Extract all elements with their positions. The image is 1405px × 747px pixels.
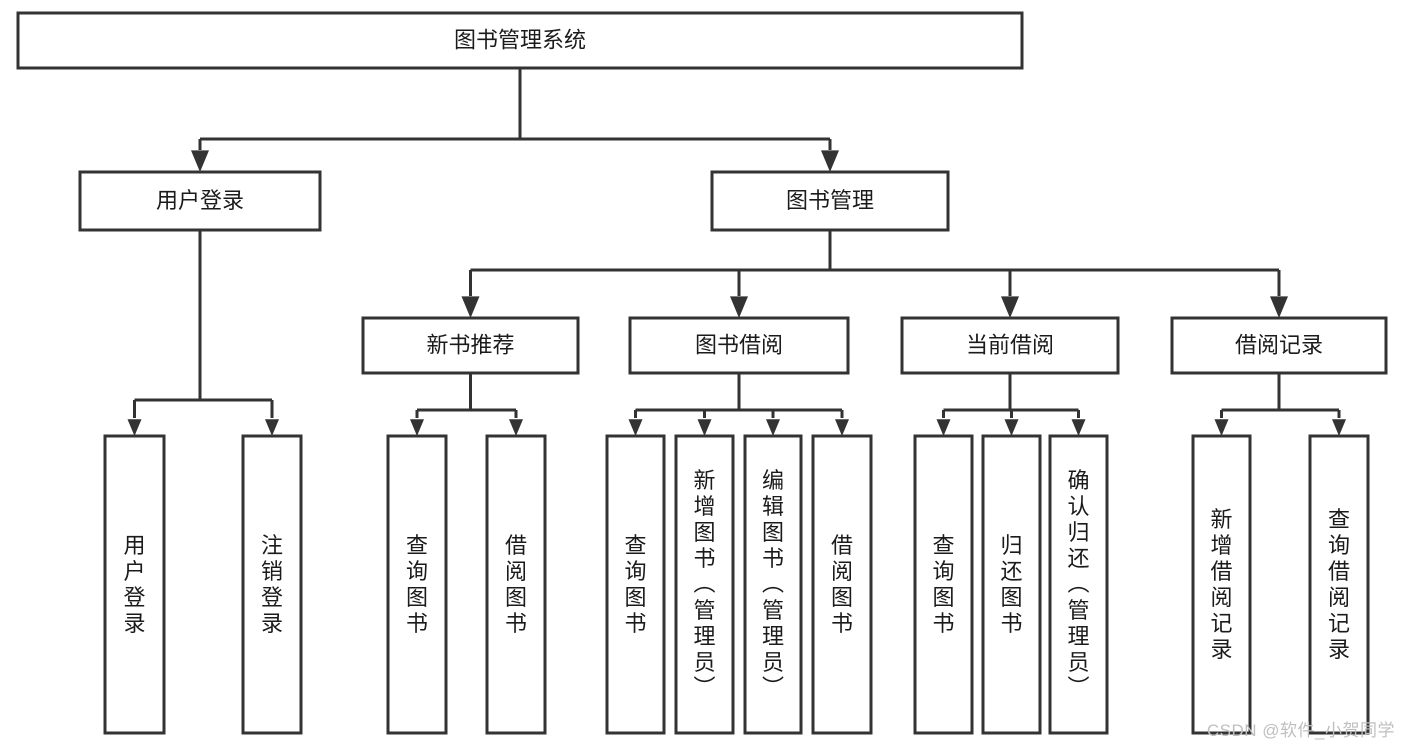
node-label-leaf-query-book-3: 查询图书 bbox=[932, 533, 954, 636]
node-label-book-manage: 图书管理 bbox=[786, 188, 874, 213]
node-box-leaf-add-record[interactable] bbox=[1191, 434, 1252, 735]
node-leaf-logout[interactable]: 注销登录 bbox=[241, 434, 303, 735]
node-leaf-return-book[interactable]: 归还图书 bbox=[981, 434, 1042, 735]
node-box-leaf-edit-book[interactable] bbox=[743, 434, 803, 735]
node-user-login[interactable]: 用户登录 bbox=[78, 170, 322, 232]
node-leaf-confirm-return[interactable]: 确认归还（管理员） bbox=[1048, 434, 1109, 735]
node-label-leaf-query-book-2: 查询图书 bbox=[624, 533, 646, 636]
node-box-book-manage[interactable] bbox=[710, 170, 950, 232]
node-leaf-borrow-book-1[interactable]: 借阅图书 bbox=[485, 434, 547, 735]
node-new-book-rec[interactable]: 新书推荐 bbox=[361, 316, 580, 375]
node-box-leaf-add-book[interactable] bbox=[674, 434, 735, 735]
node-box-user-login[interactable] bbox=[78, 170, 322, 232]
node-box-leaf-return-book[interactable] bbox=[981, 434, 1042, 735]
node-leaf-query-record[interactable]: 查询借阅记录 bbox=[1308, 434, 1370, 735]
node-label-leaf-edit-book: 编辑图书（管理员） bbox=[762, 468, 784, 701]
node-label-root: 图书管理系统 bbox=[454, 27, 586, 52]
node-box-root[interactable] bbox=[16, 11, 1024, 70]
node-label-leaf-return-book: 归还图书 bbox=[1000, 533, 1022, 636]
node-label-leaf-user-login: 用户登录 bbox=[123, 533, 145, 636]
node-label-leaf-confirm-return: 确认归还（管理员） bbox=[1067, 468, 1089, 701]
connectors-layer bbox=[127, 68, 1346, 436]
node-label-leaf-borrow-book-1: 借阅图书 bbox=[505, 533, 527, 636]
node-box-book-borrow[interactable] bbox=[628, 316, 850, 375]
node-leaf-user-login[interactable]: 用户登录 bbox=[103, 434, 166, 735]
node-leaf-borrow-book-2[interactable]: 借阅图书 bbox=[811, 434, 873, 735]
node-label-borrow-record: 借阅记录 bbox=[1235, 332, 1323, 357]
node-box-leaf-query-book-1[interactable] bbox=[386, 434, 448, 735]
node-box-leaf-borrow-book-1[interactable] bbox=[485, 434, 547, 735]
node-label-user-login: 用户登录 bbox=[156, 188, 244, 213]
node-label-leaf-add-record: 新增借阅记录 bbox=[1210, 507, 1232, 662]
node-leaf-query-book-2[interactable]: 查询图书 bbox=[605, 434, 666, 735]
node-box-leaf-query-record[interactable] bbox=[1308, 434, 1370, 735]
node-leaf-edit-book[interactable]: 编辑图书（管理员） bbox=[743, 434, 803, 735]
node-label-current-borrow: 当前借阅 bbox=[966, 332, 1054, 357]
node-book-manage[interactable]: 图书管理 bbox=[710, 170, 950, 232]
node-box-leaf-confirm-return[interactable] bbox=[1048, 434, 1109, 735]
node-box-current-borrow[interactable] bbox=[900, 316, 1120, 375]
node-box-leaf-query-book-2[interactable] bbox=[605, 434, 666, 735]
node-leaf-add-record[interactable]: 新增借阅记录 bbox=[1191, 434, 1252, 735]
node-label-leaf-query-record: 查询借阅记录 bbox=[1328, 507, 1350, 662]
node-box-leaf-borrow-book-2[interactable] bbox=[811, 434, 873, 735]
node-leaf-query-book-3[interactable]: 查询图书 bbox=[913, 434, 974, 735]
node-root[interactable]: 图书管理系统 bbox=[16, 11, 1024, 70]
node-box-borrow-record[interactable] bbox=[1170, 316, 1388, 375]
node-current-borrow[interactable]: 当前借阅 bbox=[900, 316, 1120, 375]
node-label-book-borrow: 图书借阅 bbox=[695, 332, 783, 357]
nodes-layer: 图书管理系统用户登录图书管理新书推荐图书借阅当前借阅借阅记录用户登录注销登录查询… bbox=[16, 11, 1388, 735]
node-leaf-query-book-1[interactable]: 查询图书 bbox=[386, 434, 448, 735]
node-borrow-record[interactable]: 借阅记录 bbox=[1170, 316, 1388, 375]
node-label-leaf-logout: 注销登录 bbox=[261, 533, 283, 636]
node-book-borrow[interactable]: 图书借阅 bbox=[628, 316, 850, 375]
node-box-leaf-logout[interactable] bbox=[241, 434, 303, 735]
node-leaf-add-book[interactable]: 新增图书（管理员） bbox=[674, 434, 735, 735]
node-label-leaf-add-book: 新增图书（管理员） bbox=[693, 468, 715, 701]
node-label-leaf-query-book-1: 查询图书 bbox=[406, 533, 428, 636]
node-box-leaf-query-book-3[interactable] bbox=[913, 434, 974, 735]
node-box-new-book-rec[interactable] bbox=[361, 316, 580, 375]
node-label-new-book-rec: 新书推荐 bbox=[426, 332, 514, 357]
node-box-leaf-user-login[interactable] bbox=[103, 434, 166, 735]
node-label-leaf-borrow-book-2: 借阅图书 bbox=[831, 533, 853, 636]
